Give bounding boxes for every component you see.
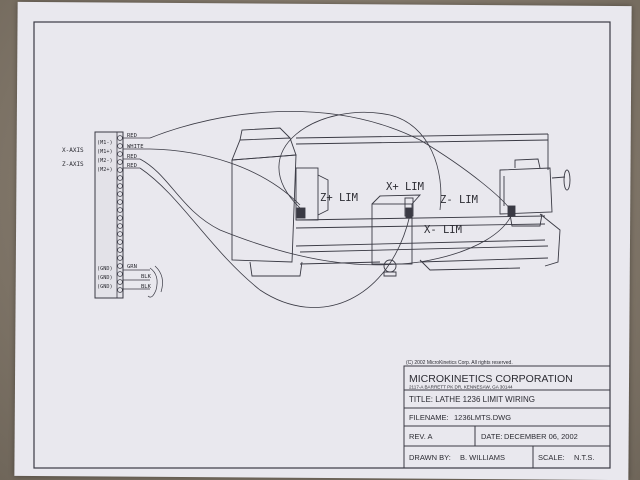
scale-label: SCALE: bbox=[538, 453, 565, 462]
pin-label: (M2+) bbox=[97, 167, 113, 173]
z-minus-limit-label: Z- LIM bbox=[440, 194, 478, 206]
date-label: DATE: bbox=[481, 432, 503, 441]
pin-label: (M1-) bbox=[97, 140, 113, 146]
drawing-border bbox=[33, 21, 611, 469]
x-plus-limit-label: X+ LIM bbox=[386, 181, 424, 193]
x-axis-label: X-AXIS bbox=[62, 147, 84, 154]
date-value: DECEMBER 06, 2002 bbox=[504, 432, 578, 441]
company-address: 2117-A BARRETT PK DR, KENNESAW, GA 30144 bbox=[409, 385, 513, 390]
pin-label: (GND) bbox=[97, 266, 113, 272]
pin-label: (GND) bbox=[97, 284, 113, 290]
drawing-title: TITLE: LATHE 1236 LIMIT WIRING bbox=[409, 395, 535, 404]
wire-color-label: BLK bbox=[141, 274, 152, 280]
wire-color-label: RED bbox=[127, 163, 137, 169]
pin-label: (GND) bbox=[97, 275, 113, 281]
filename-label: FILENAME: bbox=[409, 413, 449, 422]
wire-color-label: RED bbox=[127, 133, 137, 139]
limit-wires bbox=[139, 111, 513, 308]
terminal-strip bbox=[94, 131, 124, 299]
wire-color-label: BLK bbox=[141, 284, 152, 290]
wire-color-label: GRN bbox=[127, 264, 137, 270]
company-name: MICROKINETICS CORPORATION bbox=[409, 373, 573, 385]
copyright-text: (C) 2002 MicroKinetics Corp. All rights … bbox=[406, 360, 513, 366]
wire-stubs bbox=[123, 137, 163, 298]
drawn-by-label: DRAWN BY: bbox=[409, 453, 451, 462]
x-minus-limit-label: X- LIM bbox=[424, 224, 462, 236]
lathe-drawing bbox=[231, 127, 571, 277]
z-axis-label: Z-AXIS bbox=[62, 161, 84, 168]
scale-value: N.T.S. bbox=[574, 453, 594, 462]
drawn-by-value: B. WILLIAMS bbox=[460, 453, 505, 462]
z-plus-limit-label: Z+ LIM bbox=[320, 192, 358, 204]
wire-color-label: WHITE bbox=[127, 144, 144, 150]
pin-label: (M2-) bbox=[97, 158, 113, 164]
wire-color-label: RED bbox=[127, 154, 137, 160]
pin-label: (M1+) bbox=[97, 149, 113, 155]
title-block bbox=[403, 365, 611, 469]
revision-label: REV. A bbox=[409, 432, 433, 441]
filename-value: 1236LMTS.DWG bbox=[454, 413, 511, 422]
